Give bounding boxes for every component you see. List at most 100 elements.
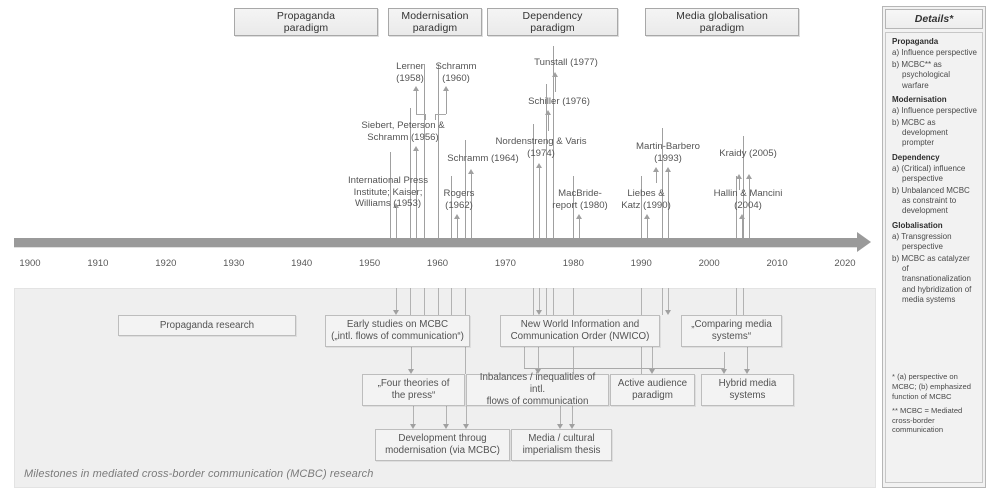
- axis-arrow-1990-head: [644, 214, 650, 219]
- year-tick-1920: 1920: [155, 258, 177, 269]
- citation-kraidy: Kraidy (2005): [719, 148, 777, 159]
- panel-rule-1960: [438, 288, 439, 315]
- citation-macbride: MacBride-report (1980): [552, 188, 608, 211]
- axis-arrow-1962-head: [454, 214, 460, 219]
- chain-arrow-kraidy: [739, 178, 740, 190]
- panel-rule-1958: [424, 288, 425, 315]
- axis-arrow-1974-head: [536, 163, 542, 168]
- axis-arrow-1964-head: [468, 169, 474, 174]
- year-rule-1953: [390, 152, 391, 238]
- arrow-imbalances-to-imperialism: [560, 406, 561, 425]
- details-section-item: b) MCBC as development prompter: [892, 118, 948, 148]
- details-footnote-1: * (a) perspective on MCBC; (b) emphasize…: [892, 372, 971, 401]
- citation-schramm64: Schramm (1964): [447, 153, 519, 164]
- year-tick-1930: 1930: [223, 258, 245, 269]
- arrow-bracket-to-hybrid: [724, 352, 725, 370]
- details-footnote-2: ** MCBC = Mediated cross-border communic…: [892, 406, 963, 435]
- details-section-item: b) MCBC** as psychological warfare: [892, 60, 951, 90]
- branch-bar-lerner: [416, 114, 426, 115]
- axis-arrow-1956: [416, 150, 417, 238]
- details-section-item: a) (Critical) influence perspective: [892, 163, 966, 183]
- branch-stem-left: [425, 114, 426, 120]
- bracket-comparing-stem: [524, 347, 525, 368]
- panel-rule-2005: [743, 288, 744, 315]
- panel-rule-1962: [451, 288, 452, 315]
- panel-rule-1974: [533, 288, 534, 315]
- details-section-item: b) Unbalanced MCBC as constraint to deve…: [892, 186, 970, 216]
- chain-arrow-martin: [656, 171, 657, 183]
- citation-tunstall: Tunstall (1977): [534, 57, 598, 68]
- citation-lerner: Lerner(1958): [396, 61, 424, 84]
- citation-schramm60: Schramm(1960): [435, 61, 477, 84]
- panel-rule-1993: [662, 288, 663, 315]
- year-rule-1956: [410, 108, 411, 238]
- panel-rule-1977: [553, 288, 554, 315]
- timeline-axis-arrowhead: [857, 232, 871, 252]
- year-rule-2004: [736, 176, 737, 238]
- arrow-rogers-to-development-head: [463, 424, 469, 429]
- axis-arrow-1953-head: [393, 203, 399, 208]
- axis-arrow-1980: [579, 218, 580, 238]
- research-box-imbalances: Inbalances / inequalities of intl.flows …: [466, 372, 609, 407]
- arrow-into-comparing-head: [665, 310, 671, 315]
- citation-hallin: Hallin & Mancini(2004): [713, 188, 783, 211]
- arrow-bracket-to-hybrid-head: [721, 369, 727, 374]
- research-box-label: Inbalances / inequalities of intl.flows …: [479, 372, 596, 407]
- arrow-nwico-to-imbalances: [538, 347, 539, 370]
- details-section-heading: Modernisation: [892, 94, 947, 104]
- year-rule-1976: [546, 84, 547, 238]
- chain-arrow-schiller-head: [545, 110, 551, 115]
- axis-arrow-1993: [668, 171, 669, 238]
- details-section-item: a) Transgression perspective: [892, 231, 952, 251]
- year-tick-2010: 2010: [766, 258, 788, 269]
- year-tick-1940: 1940: [291, 258, 313, 269]
- citation-liebes: Liebes &Katz (1990): [621, 188, 671, 211]
- chain-arrow-tunstall-head: [552, 72, 558, 77]
- chain-arrow-martin-head: [653, 167, 659, 172]
- year-tick-2020: 2020: [834, 258, 856, 269]
- details-footnotes: * (a) perspective on MCBC; (b) emphasize…: [892, 372, 977, 440]
- axis-arrow-1962: [457, 218, 458, 238]
- arrow-imbalances-to-imperialism-head: [557, 424, 563, 429]
- axis-arrow-1993-head: [665, 167, 671, 172]
- details-section-heading: Propaganda: [892, 37, 939, 46]
- arrow-nordenstreng-to-imperialism-head: [569, 424, 575, 429]
- arrow-comparing-to-hybrid: [747, 347, 748, 370]
- panel-rule-1956: [410, 288, 411, 315]
- arrow-into-early-studies: [396, 288, 397, 311]
- year-rule-1980: [573, 176, 574, 238]
- details-section-item: a) Influence perspective: [892, 105, 977, 115]
- branch-arrow-lerner: [416, 90, 417, 114]
- chain-arrow-tunstall: [555, 76, 556, 92]
- axis-arrow-1956-head: [413, 146, 419, 151]
- research-box-label: Early studies on MCBC(„intl. flows of co…: [331, 319, 464, 342]
- timeline-axis-bar: [14, 238, 859, 247]
- branch-arrow-schramm: [446, 90, 447, 114]
- arrow-into-comparing: [668, 288, 669, 311]
- arrow-nwico-to-imbalances-head: [535, 369, 541, 374]
- arrow-early-to-fourtheories-head: [408, 369, 414, 374]
- arrow-nwico-to-active-head: [649, 369, 655, 374]
- year-rule-1958: [424, 64, 425, 238]
- panel-rule-1976: [546, 288, 547, 315]
- arrow-imbalances-to-development: [446, 406, 447, 425]
- year-tick-2000: 2000: [698, 258, 720, 269]
- branch-arrow-lerner-head: [413, 86, 419, 91]
- year-tick-1970: 1970: [494, 258, 516, 269]
